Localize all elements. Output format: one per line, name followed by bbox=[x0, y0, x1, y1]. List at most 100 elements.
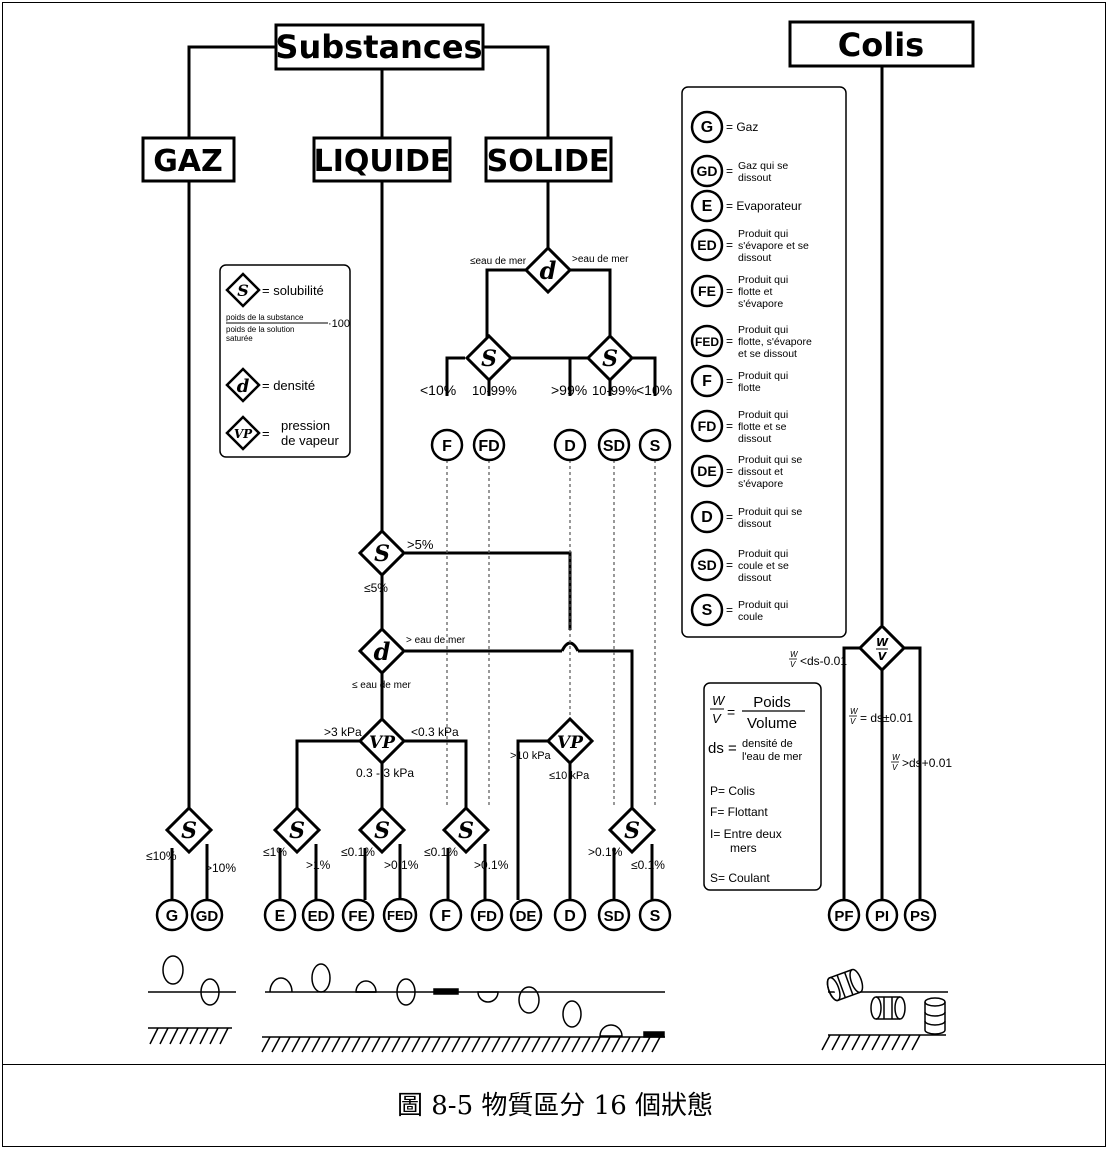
svg-text:PF: PF bbox=[834, 908, 853, 925]
svg-text:FED: FED bbox=[387, 908, 413, 923]
label-sol-s2-b: 10-99% bbox=[592, 383, 637, 398]
node-sd: SD bbox=[599, 900, 629, 930]
svg-text:V: V bbox=[892, 763, 898, 772]
node-ps: PS bbox=[905, 900, 935, 930]
svg-text:S: S bbox=[289, 818, 305, 844]
svg-text:S: S bbox=[458, 818, 474, 844]
legend-i-1: I= Entre deux bbox=[710, 827, 782, 841]
legend-code-desc: Produit qui se bbox=[738, 506, 802, 518]
label-sol-s2-a: >99% bbox=[551, 382, 587, 398]
illustration-liquide bbox=[262, 964, 665, 1052]
svg-text:W: W bbox=[790, 650, 799, 659]
dotted-guides bbox=[447, 460, 655, 808]
svg-text:d: d bbox=[237, 376, 250, 397]
svg-text:D: D bbox=[564, 438, 576, 455]
svg-text:F: F bbox=[441, 908, 451, 925]
node-fe: FE bbox=[343, 900, 373, 930]
state-illustrations bbox=[148, 956, 948, 1052]
legend-s: S= Coulant bbox=[710, 871, 770, 885]
legend-code-desc: Produit qui se bbox=[738, 454, 802, 466]
diamond-solid-vp: VP bbox=[548, 719, 592, 763]
svg-text:S: S bbox=[602, 346, 618, 372]
substance-state-diagram: Substances Colis GAZ LIQUIDE SOLIDE d S … bbox=[0, 0, 1110, 1064]
caption-separator bbox=[2, 1064, 1106, 1065]
legend-codes: G= GazGD=Gaz qui sedissoutE= Evaporateur… bbox=[682, 87, 846, 637]
svg-text:=: = bbox=[726, 334, 733, 348]
legend-frac-mult: ·100 bbox=[328, 318, 350, 330]
bottom-outcome-nodes: G GD E ED FE FED F FD DE D SD S PF PI PS bbox=[157, 899, 935, 931]
label-colis-gt: W V >ds+0.01 bbox=[891, 753, 952, 772]
svg-text:E: E bbox=[275, 908, 286, 925]
label-liq-s-gt: >5% bbox=[407, 537, 434, 552]
svg-text:PS: PS bbox=[910, 908, 930, 925]
svg-text:=: = bbox=[726, 238, 733, 252]
svg-text:=: = bbox=[727, 704, 735, 720]
node-gd: GD bbox=[192, 900, 222, 930]
svg-text:S: S bbox=[650, 438, 661, 455]
legend-code-desc: dissout bbox=[738, 518, 771, 530]
svg-text:S: S bbox=[481, 346, 497, 372]
legend-code-desc: dissout bbox=[738, 433, 771, 445]
diamond-liquide-sol: S bbox=[360, 531, 404, 575]
box-solide: SOLIDE bbox=[486, 138, 611, 181]
node-d: D bbox=[555, 900, 585, 930]
legend-code-label: FD bbox=[698, 418, 717, 434]
legend-code-desc: s'évapore et se bbox=[738, 240, 809, 252]
legend-code-desc: dissout et bbox=[738, 466, 783, 478]
node-top-d: D bbox=[555, 430, 585, 460]
legend-p: P= Colis bbox=[710, 784, 755, 798]
illustration-gaz bbox=[148, 956, 236, 1044]
label-sol-s1-b: 10-99% bbox=[472, 383, 517, 398]
node-fed: FED bbox=[384, 899, 416, 931]
legend-code-label: ED bbox=[697, 237, 716, 253]
svg-text:FE: FE bbox=[348, 908, 367, 925]
svg-text:=: = bbox=[726, 419, 733, 433]
node-pf: PF bbox=[829, 900, 859, 930]
label-gaz-le: ≤10% bbox=[146, 849, 177, 863]
svg-text:DE: DE bbox=[516, 908, 537, 925]
node-fd: FD bbox=[472, 900, 502, 930]
node-g: G bbox=[157, 900, 187, 930]
label-sd-le: ≤0.1% bbox=[631, 858, 665, 872]
legend-colis: W V = Poids Volume ds = densité de l'eau… bbox=[704, 683, 821, 890]
legend-solubilite: = solubilité bbox=[262, 283, 324, 298]
legend-code-label: G bbox=[701, 119, 713, 136]
legend-code-desc: dissout bbox=[738, 572, 771, 584]
box-colis: Colis bbox=[790, 22, 973, 66]
legend-code-desc: et se dissout bbox=[738, 348, 797, 360]
legend-code-desc: flotte et se bbox=[738, 421, 787, 433]
label-f-gt: >0.1% bbox=[474, 858, 509, 872]
svg-text:W: W bbox=[850, 707, 859, 716]
legend-volume: Volume bbox=[747, 715, 797, 732]
svg-text:FD: FD bbox=[477, 908, 497, 925]
node-e: E bbox=[265, 900, 295, 930]
svg-text:d: d bbox=[540, 256, 557, 285]
legend-code-label: E bbox=[702, 198, 713, 215]
box-gaz: GAZ bbox=[143, 138, 234, 181]
legend-poids: Poids bbox=[753, 694, 791, 711]
legend-code-label: GD bbox=[697, 163, 718, 179]
svg-text:d: d bbox=[374, 637, 391, 666]
legend-code-desc: dissout bbox=[738, 172, 771, 184]
svg-text:S: S bbox=[624, 818, 640, 844]
box-liquide: LIQUIDE bbox=[314, 138, 451, 181]
diamond-solide-density: d bbox=[526, 248, 570, 292]
legend-code-desc: Produit qui bbox=[738, 409, 788, 421]
svg-text:LIQUIDE: LIQUIDE bbox=[314, 144, 451, 179]
legend-code-label: DE bbox=[697, 463, 716, 479]
legend-code-desc: Produit qui bbox=[738, 228, 788, 240]
diamond-liquide-density: d bbox=[360, 629, 404, 673]
svg-text:=: = bbox=[726, 374, 733, 388]
label-sd-gt: >0.1% bbox=[588, 845, 623, 859]
legend-ds-2: l'eau de mer bbox=[742, 751, 803, 763]
legend-ds-1: densité de bbox=[742, 738, 793, 750]
diamond-colis-wv: W V bbox=[860, 626, 904, 670]
svg-text:GAZ: GAZ bbox=[153, 144, 223, 179]
legend-pression-1: pression bbox=[281, 418, 330, 433]
label-colis-lt: W V <ds-0.01 bbox=[789, 650, 847, 669]
label-liq-s-le: ≤5% bbox=[364, 581, 388, 595]
svg-text:=: = bbox=[726, 558, 733, 572]
node-top-fd: FD bbox=[474, 430, 504, 460]
node-f: F bbox=[431, 900, 461, 930]
legend-code-desc: s'évapore bbox=[738, 478, 783, 490]
